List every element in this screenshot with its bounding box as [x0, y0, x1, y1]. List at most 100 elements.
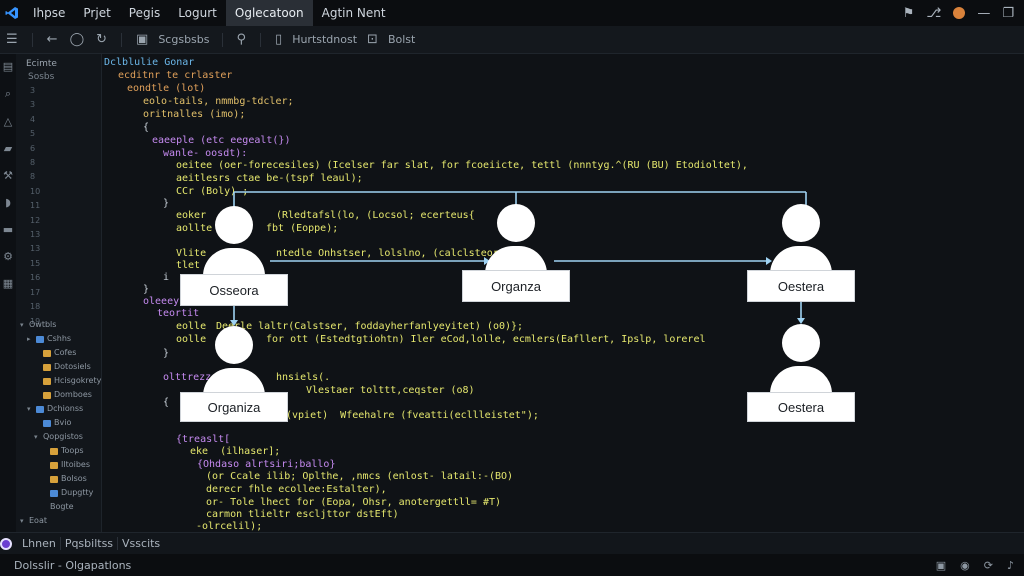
tree-item[interactable]: ▾Owtbls	[20, 318, 102, 332]
menu-item[interactable]: Agtin Nent	[321, 6, 386, 20]
restore-icon[interactable]: ❐	[1002, 5, 1014, 21]
git-icon[interactable]: ⎇	[926, 5, 942, 21]
circle-icon[interactable]: ◯	[69, 32, 85, 47]
layout-icon[interactable]: ▣	[935, 558, 947, 572]
tree-item[interactable]: Iltoibes	[20, 458, 102, 472]
tab-pqsbiltss[interactable]: Pqsbiltss	[61, 537, 119, 550]
window-controls: ⚑ ⎇ — ❐	[903, 0, 1014, 26]
tree-item[interactable]: Bvio	[20, 416, 102, 430]
account-icon[interactable]	[0, 537, 12, 550]
person-icon	[203, 206, 265, 276]
menu-item[interactable]: Prjet	[83, 6, 111, 20]
notification-icon[interactable]: ◉	[960, 558, 970, 572]
code-line: hnsiels(.	[276, 372, 331, 383]
tree-item[interactable]: ▸Cshhs	[20, 332, 102, 346]
line-number: 16	[30, 273, 41, 283]
folder-icon[interactable]: ▣	[136, 32, 149, 47]
node-label: Organza	[462, 270, 570, 302]
tree-item[interactable]: ▾ Dchionss	[20, 402, 102, 416]
menu-item[interactable]: Oglecatoon	[225, 0, 313, 26]
testing-icon[interactable]: ◗	[5, 196, 11, 209]
chevron-icon[interactable]: ▾	[34, 433, 38, 441]
code-line: tlet	[176, 260, 201, 271]
line-number: 12	[30, 215, 41, 225]
toolbar-label-bolst[interactable]: Bolst	[387, 33, 416, 46]
sync-icon[interactable]: ⟳	[983, 558, 993, 572]
tree-item-label: Cofes	[54, 348, 77, 357]
folder-icon	[50, 489, 58, 497]
grid-icon[interactable]: ▦	[2, 277, 14, 290]
person-icon	[770, 324, 832, 394]
tree-item-label: Bvio	[54, 418, 72, 427]
menu-bar: Ihpse Prjet Pegis Logurt Oglecatoon Agtin Nen…	[0, 0, 1024, 26]
minimize-icon[interactable]: —	[977, 5, 991, 21]
tree-item[interactable]: Bolsos	[20, 472, 102, 486]
tree-item-label: Iltoibes	[61, 460, 91, 469]
code-line: wanle- oosdt):	[163, 148, 248, 159]
code-line: aeitlesrs ctae be-(tspf leaul);	[176, 173, 363, 184]
toolbar-label-hurtstdnost[interactable]: Hurtstdnost	[292, 33, 358, 46]
toolbar-label-scgsbsbs[interactable]: Scgsbsbs	[158, 33, 210, 46]
debug-icon[interactable]: ▰	[3, 142, 13, 155]
line-number: 3	[30, 100, 36, 110]
code-line: -olrcelil);	[196, 521, 263, 532]
menu-item[interactable]: Ihpse	[33, 6, 66, 20]
avatar[interactable]	[953, 7, 966, 19]
menu-item[interactable]: Pegis	[128, 6, 161, 20]
code-line: eolo-tails, nmmbg-tdcler;	[143, 96, 294, 107]
file-icon[interactable]: ▯	[275, 32, 283, 47]
terminal-icon[interactable]: ⚙	[3, 250, 13, 263]
search-icon[interactable]: ⌕	[4, 87, 12, 100]
tree-item-label: Dchionss	[47, 404, 84, 413]
tree-item[interactable]: ▾Qopgistos	[20, 430, 102, 444]
tree-item[interactable]: Dupgtty	[20, 486, 102, 500]
org-node-oestera-bottom[interactable]: Oestera	[747, 324, 855, 422]
menu-item[interactable]: Logurt	[178, 6, 217, 20]
org-node-oestera-top[interactable]: Oestera	[747, 204, 855, 302]
toolbar: ☰ ← ◯ ↻ ▣ Scgsbsbs ⚲ ▯ Hurtstdnost ⊡ Bol…	[0, 26, 1024, 54]
org-node-osseora[interactable]: Osseora	[180, 206, 288, 306]
tree-item[interactable]: ▾Eoat	[20, 514, 102, 528]
tree-item[interactable]: Domboes	[20, 388, 102, 402]
org-node-organza[interactable]: Organza	[462, 204, 570, 302]
code-line: aollte	[176, 223, 213, 234]
node-label: Oestera	[747, 270, 855, 302]
settings-icon[interactable]: ▬	[2, 223, 14, 236]
tree-item-label: Bogte	[50, 502, 74, 511]
tree-item[interactable]: Bogte	[20, 500, 102, 514]
code-line: CCr (Boly) ;	[176, 186, 249, 197]
tree-item[interactable]: Dotosiels	[20, 360, 102, 374]
code-line: {	[163, 397, 170, 408]
chevron-icon[interactable]: ▾	[20, 321, 24, 329]
back-icon[interactable]: ←	[46, 32, 58, 47]
app-logo-icon[interactable]	[0, 0, 24, 26]
tab-lhnen[interactable]: Lhnen	[18, 537, 61, 550]
folder-icon	[50, 475, 58, 483]
bell-icon[interactable]: ♪	[1006, 558, 1014, 572]
flag-icon[interactable]: ⚑	[902, 5, 915, 21]
tree-item[interactable]: Cofes	[20, 346, 102, 360]
list-icon[interactable]: ☰	[6, 32, 18, 47]
folder-icon	[43, 391, 51, 399]
chevron-icon[interactable]: ▸	[27, 335, 31, 343]
sidebar-title: Ecimte	[26, 59, 57, 69]
lock-icon[interactable]: ⊡	[367, 32, 378, 47]
tree-item[interactable]: Hcisgokrety	[20, 374, 102, 388]
pin-icon[interactable]: ⚲	[236, 32, 247, 47]
code-line: {treaslt[	[176, 434, 231, 445]
line-number: 13	[30, 230, 41, 240]
explorer-icon[interactable]: ▤	[2, 60, 14, 73]
source-control-icon[interactable]: △	[3, 115, 13, 128]
tree-item[interactable]: Toops	[20, 444, 102, 458]
extensions-icon[interactable]: ⚒	[3, 169, 13, 182]
chevron-icon[interactable]: ▾	[20, 517, 24, 525]
org-node-organiza[interactable]: Organiza	[180, 326, 288, 422]
refresh-icon[interactable]: ↻	[96, 32, 108, 47]
node-label: Osseora	[180, 274, 288, 306]
tree-item-label: Toops	[61, 446, 84, 455]
chevron-icon[interactable]: ▾	[27, 405, 31, 413]
tab-vsscits[interactable]: Vsscits	[122, 537, 161, 550]
toolbar-divider	[260, 32, 262, 47]
